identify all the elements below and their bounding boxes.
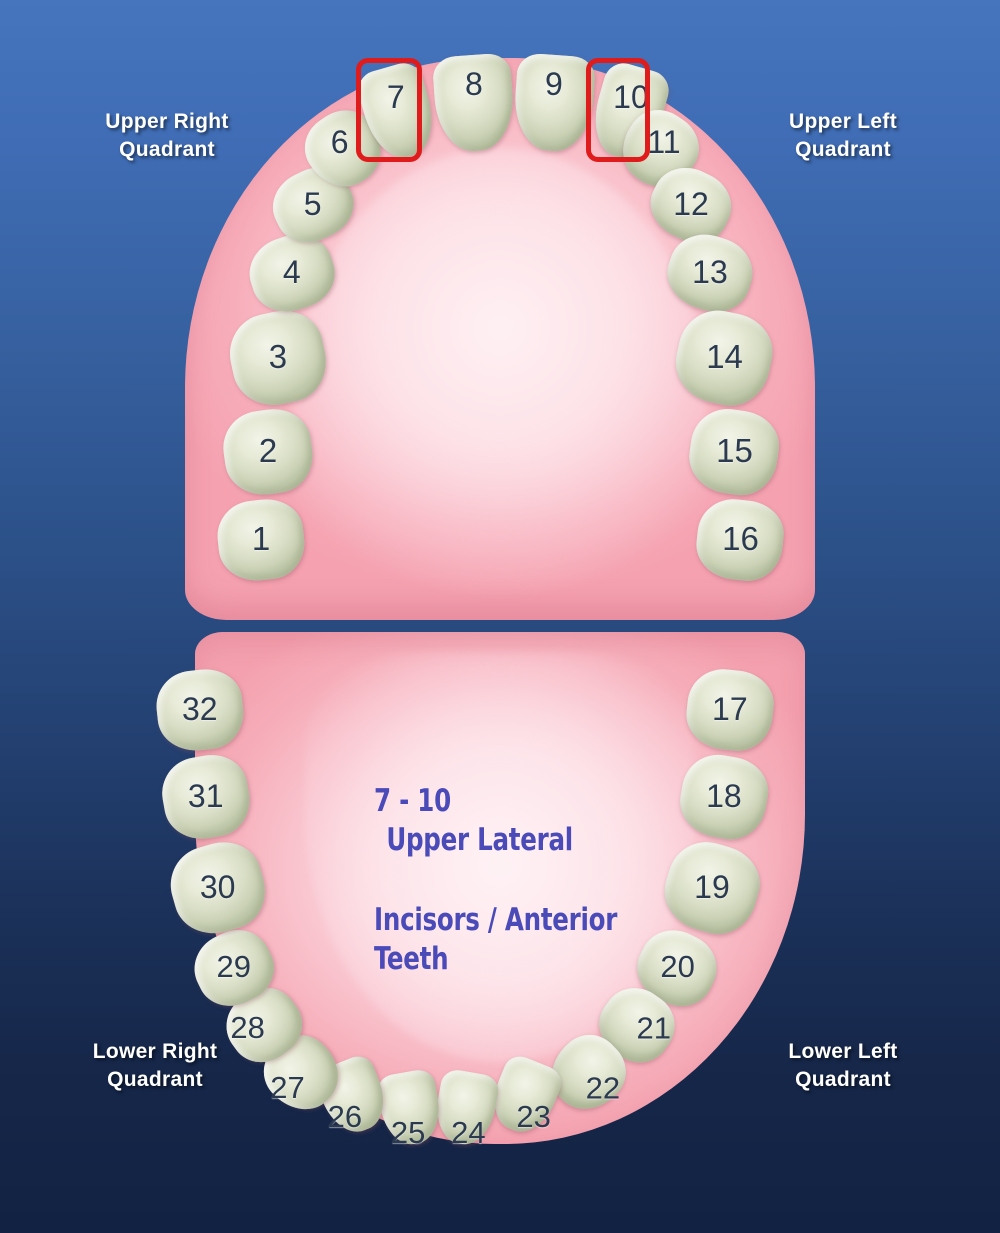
label-upper-right-quadrant: Upper Right Quadrant: [105, 110, 229, 161]
tooth-number-10: 10: [613, 78, 650, 115]
tooth-number-25: 25: [390, 1115, 426, 1151]
label-lower-right-quadrant: Lower Right Quadrant: [92, 1040, 218, 1091]
tooth-number-18: 18: [706, 777, 742, 814]
tooth-number-26: 26: [327, 1099, 362, 1135]
tooth-number-2: 2: [258, 432, 278, 470]
annotation-line-4: Teeth: [374, 941, 449, 978]
tooth-number-16: 16: [721, 520, 759, 558]
label-upper-left-quadrant: Upper Left Quadrant: [789, 110, 897, 161]
tooth-number-21: 21: [636, 1010, 671, 1046]
tooth-number-13: 13: [692, 253, 729, 290]
tooth-number-7: 7: [386, 78, 405, 115]
tooth-number-20: 20: [660, 949, 695, 985]
tooth-number-15: 15: [715, 432, 753, 470]
tooth-number-12: 12: [673, 185, 710, 222]
tooth-number-11: 11: [647, 123, 682, 160]
tooth-number-31: 31: [188, 777, 224, 814]
tooth-number-9: 9: [545, 65, 563, 102]
tooth-number-14: 14: [705, 338, 743, 376]
annotation-line-2: Upper Lateral: [386, 822, 573, 859]
tooth-number-32: 32: [182, 690, 218, 727]
tooth-number-5: 5: [303, 185, 322, 222]
tooth-number-29: 29: [216, 949, 251, 985]
annotation-upper-lateral-incisors: 7 - 10 Upper Lateral Incisors / Anterior…: [374, 742, 638, 980]
tooth-number-19: 19: [694, 868, 731, 905]
tooth-number-22: 22: [585, 1070, 620, 1106]
tooth-number-1: 1: [251, 520, 271, 558]
tooth-number-6: 6: [330, 123, 349, 160]
tooth-number-27: 27: [270, 1070, 305, 1106]
tooth-number-30: 30: [199, 868, 236, 905]
tooth-number-24: 24: [450, 1115, 486, 1151]
tooth-number-23: 23: [516, 1099, 551, 1135]
tooth-number-28: 28: [230, 1010, 265, 1046]
label-lower-left-quadrant: Lower Left Quadrant: [788, 1040, 898, 1091]
annotation-range: 7 - 10: [374, 782, 451, 819]
annotation-line-3: Incisors / Anterior: [374, 901, 618, 938]
tooth-number-17: 17: [712, 690, 748, 727]
tooth-number-8: 8: [465, 65, 483, 102]
tooth-number-4: 4: [282, 253, 301, 290]
palate-highlight: [292, 147, 708, 598]
tooth-number-3: 3: [268, 338, 287, 376]
